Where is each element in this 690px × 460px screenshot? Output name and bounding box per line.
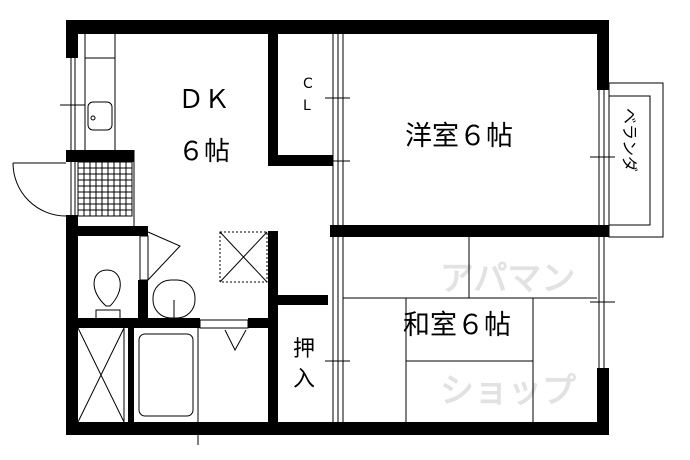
room-labels: ＤＫ ６帖 C L 洋室６帖 和室６帖 押 入 ベランダ (178, 76, 639, 392)
laundry-space (219, 231, 268, 283)
dk-room-name: ＤＫ (178, 85, 230, 115)
entrance-tile-grid (77, 161, 133, 217)
closet-label-l: L (303, 98, 311, 114)
walls (66, 20, 609, 435)
japanese-room-label: 和室６帖 (403, 310, 511, 341)
veranda-label: ベランダ (620, 108, 639, 172)
watermark-line2: ショップ (440, 371, 576, 411)
oshiire-label-2: 入 (293, 367, 315, 392)
tatami-lines (343, 237, 597, 422)
sink-icon (87, 101, 113, 131)
watermark-line1: アパマン (440, 259, 575, 299)
toilet-icon (93, 269, 121, 307)
dk-room-size: ６帖 (178, 137, 230, 167)
western-room-label: 洋室６帖 (405, 121, 513, 152)
closet-label-c: C (303, 76, 313, 92)
bathtub-icon (138, 333, 194, 417)
oshiire-label-1: 押 (293, 337, 315, 362)
entrance-door (12, 162, 67, 217)
watermark: アパマン ショップ (440, 259, 576, 411)
